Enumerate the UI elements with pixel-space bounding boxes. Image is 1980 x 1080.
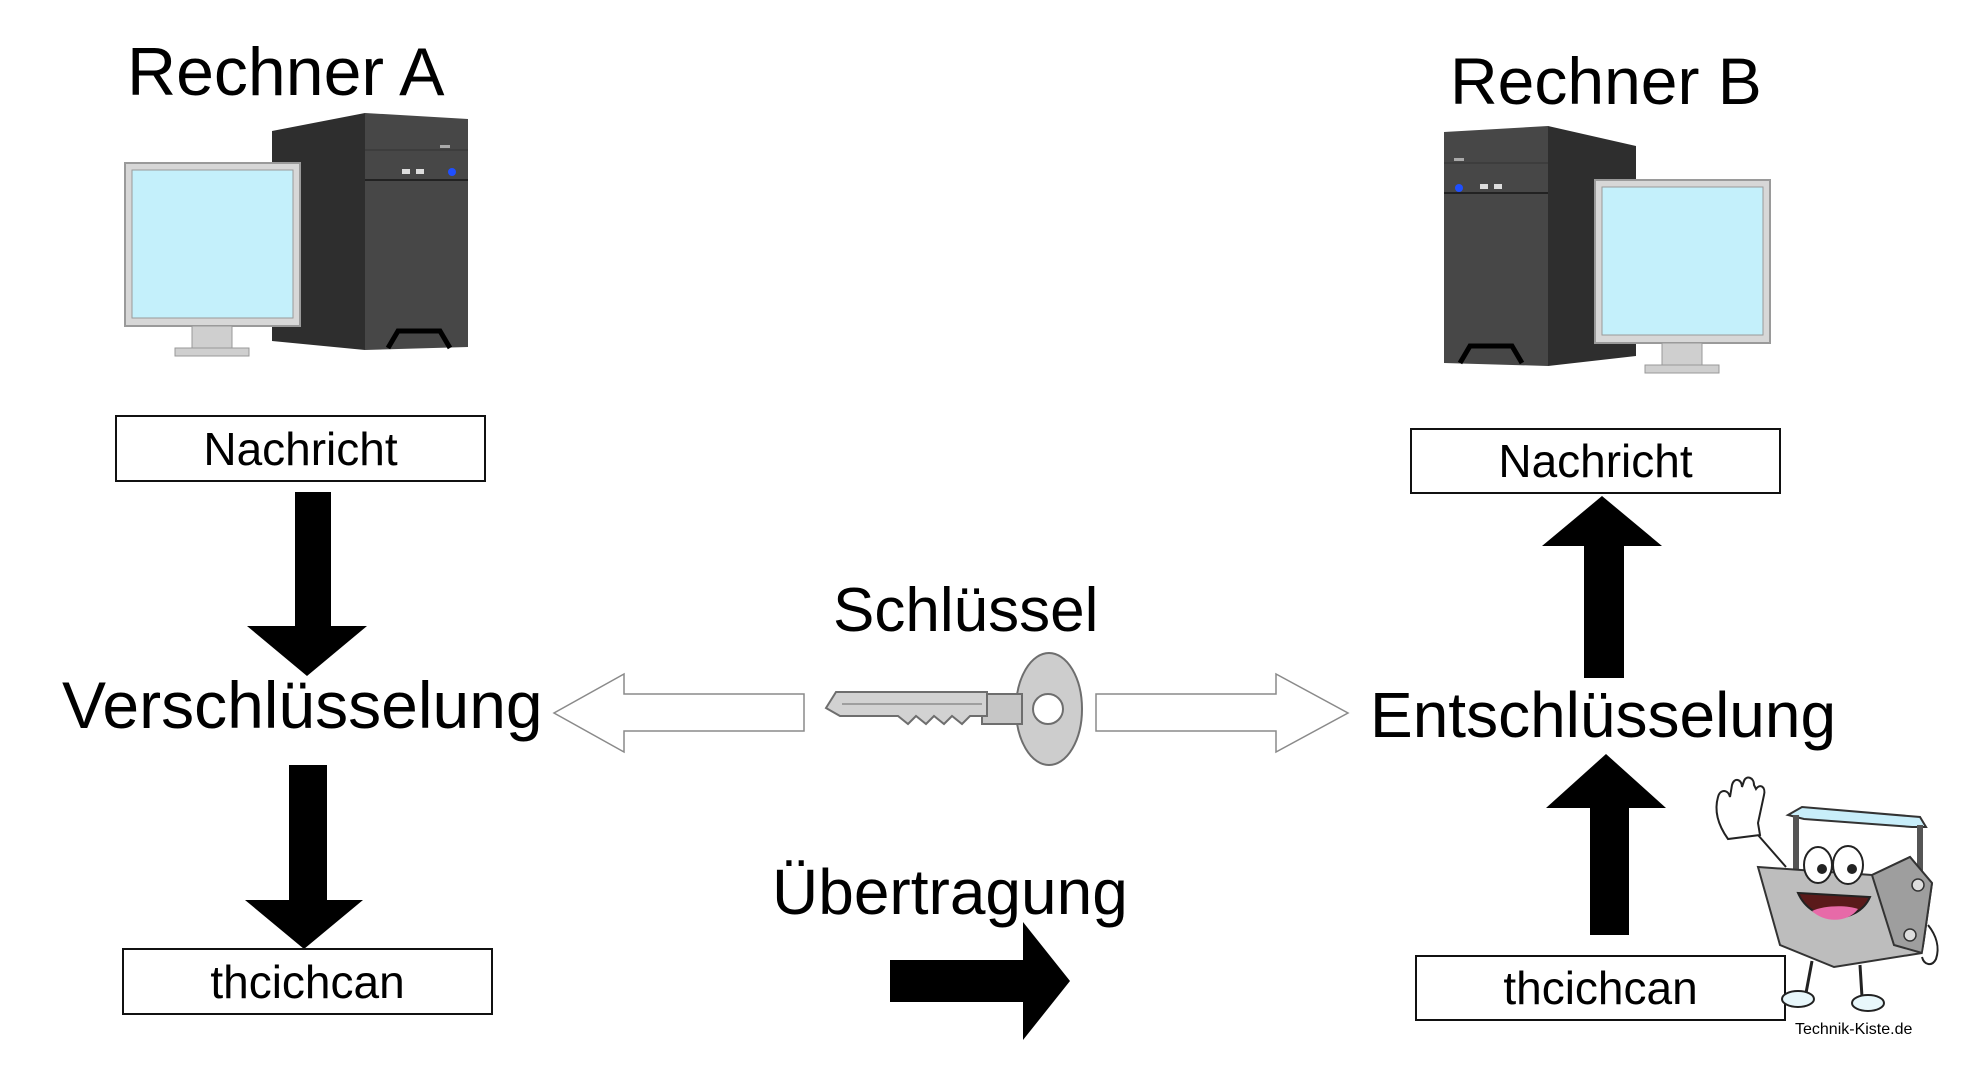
cipher-box-a: thcichcan [122, 948, 493, 1015]
outline-arrow-right [1095, 672, 1350, 754]
decryption-label: Entschlüsselung [1370, 679, 1837, 751]
cipher-box-b: thcichcan [1415, 955, 1786, 1021]
tower-a-front [365, 113, 468, 350]
arrow-up-1 [1542, 496, 1662, 678]
monitor-b-screen [1601, 186, 1764, 336]
computer-a-title: Rechner A [127, 34, 445, 110]
arrow-right-transfer [890, 922, 1070, 1040]
transfer-label: Übertragung [772, 856, 1128, 928]
computer-b-icon [1444, 126, 1771, 374]
encryption-label: Verschlüsselung [62, 668, 543, 742]
watermark-text: Technik-Kiste.de [1795, 1021, 1913, 1038]
message-label-a: Nachricht [203, 422, 398, 475]
monitor-a-screen [131, 169, 294, 319]
key-icon [824, 652, 1083, 766]
message-box-b: Nachricht [1410, 428, 1781, 494]
cipher-label-a: thcichcan [210, 955, 405, 1008]
arrow-up-2 [1546, 754, 1666, 935]
tower-b-front [1444, 126, 1548, 366]
toolbox-mascot-icon [1715, 776, 1939, 1012]
computer-b-title: Rechner B [1450, 44, 1762, 118]
key-label: Schlüssel [833, 576, 1099, 645]
computer-a-icon [124, 113, 468, 357]
arrow-down-2 [245, 765, 363, 949]
arrow-down-1 [247, 492, 367, 676]
outline-arrow-left [552, 672, 805, 754]
message-box-a: Nachricht [115, 415, 486, 482]
cipher-label-b: thcichcan [1503, 962, 1698, 1014]
message-label-b: Nachricht [1498, 435, 1693, 487]
